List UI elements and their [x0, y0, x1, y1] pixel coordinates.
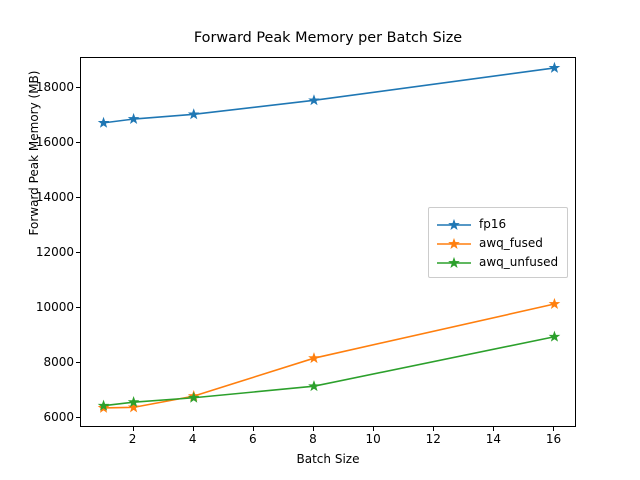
series-line: [103, 335, 555, 407]
series-line: [103, 67, 555, 124]
series-marker: [548, 330, 561, 342]
y-tick-mark: [76, 87, 80, 89]
series-fp16: [97, 61, 561, 128]
y-tick-mark: [76, 197, 80, 199]
series-marker: [187, 391, 200, 403]
x-tick-mark: [132, 427, 134, 431]
series-marker: [548, 297, 561, 309]
y-tick-mark: [76, 307, 80, 309]
chart-title: Forward Peak Memory per Batch Size: [193, 30, 463, 46]
y-tick-label: 6000: [43, 410, 74, 425]
x-axis-label: Batch Size: [296, 452, 360, 466]
x-tick-mark: [312, 427, 314, 431]
x-tick-label: 6: [249, 432, 257, 446]
legend-label: awq_fused: [479, 235, 543, 250]
x-tick-label: 12: [425, 432, 441, 446]
x-tick-mark: [373, 427, 375, 431]
x-tick-label: 4: [188, 432, 197, 446]
series-marker: [548, 61, 561, 73]
y-tick-mark: [76, 417, 80, 419]
x-tick-label: 2: [128, 432, 137, 446]
legend-label: awq_unfused: [479, 254, 559, 269]
x-tick-mark: [192, 427, 194, 431]
series-marker: [127, 112, 140, 124]
legend-swatch-icon: [436, 236, 472, 250]
legend-swatch-icon: [436, 255, 472, 269]
y-tick-label: 14000: [35, 190, 74, 205]
legend-item-awq_fused[interactable]: awq_fused: [436, 233, 558, 252]
x-tick-label: 16: [545, 432, 562, 446]
y-tick-mark: [76, 252, 80, 254]
series-marker: [187, 108, 200, 120]
y-tick-label: 10000: [35, 300, 74, 315]
y-tick-label: 8000: [43, 355, 74, 370]
x-tick-label: 10: [365, 432, 381, 446]
series-marker: [97, 116, 110, 128]
y-tick-label: 18000: [35, 80, 74, 95]
series-marker: [308, 380, 320, 392]
y-tick-mark: [76, 362, 80, 364]
series-marker: [308, 94, 320, 106]
x-tick-mark: [553, 427, 555, 431]
y-axis-label: Forward Peak Memory (MB): [27, 70, 41, 236]
series-marker: [127, 401, 140, 413]
series-awq_fused: [97, 297, 561, 413]
series-marker: [97, 399, 110, 411]
x-tick-mark: [252, 427, 254, 431]
legend-swatch-icon: [436, 217, 472, 231]
series-line: [103, 303, 555, 409]
x-tick-label: 8: [309, 432, 317, 446]
y-tick-mark: [76, 142, 80, 144]
legend-item-awq_unfused[interactable]: awq_unfused: [436, 252, 558, 271]
legend-label: fp16: [479, 216, 507, 231]
x-tick-label: 14: [485, 432, 501, 446]
y-tick-label: 16000: [35, 135, 74, 150]
chart-legend: fp16 awq_fused awq_unfused: [428, 207, 569, 278]
y-tick-label: 12000: [35, 245, 74, 260]
series-marker: [127, 396, 140, 408]
legend-item-fp16[interactable]: fp16: [436, 214, 558, 233]
x-tick-mark: [433, 427, 435, 431]
plot-series-svg: [97, 61, 561, 413]
series-marker: [308, 352, 320, 364]
x-tick-mark: [493, 427, 495, 431]
series-awq_unfused: [97, 330, 561, 411]
